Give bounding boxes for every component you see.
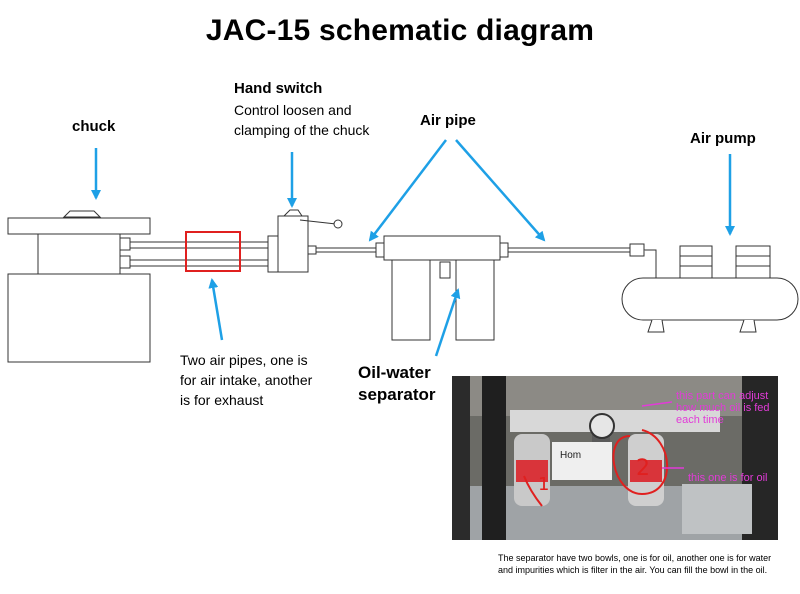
label-two-air-pipes: Two air pipes, one is for air intake, an… [180,352,313,408]
air-pipe-1 [315,247,385,253]
hand-switch [267,209,343,273]
photo-caption: The separator have two bowls, one is for… [498,553,772,575]
label-hand-switch-desc: Control loosen and clamping of the chuck [234,102,370,138]
label-air-pipe: Air pipe [420,112,476,129]
pipes-to-switch [119,237,273,269]
pointer-arrows [91,139,735,357]
label-hand-switch: Hand switch [234,80,323,97]
annotation-adjust-oil: this part can adjust how much oil is fed… [676,390,770,426]
diagram-title: JAC-15 schematic diagram [205,14,595,47]
chuck-machine [7,210,151,363]
annotation-oil-bowl: this one is for oil [688,472,768,484]
arrow-two-pipes [208,278,224,341]
air-pipe-2 [507,243,657,278]
arrow-separator [434,288,461,357]
air-pump [621,245,799,333]
handwritten-number-1: 1 [538,474,550,495]
two-pipes-highlight [185,231,241,272]
photo-brand-text: Hom [560,450,582,461]
label-air-pump: Air pump [690,130,756,147]
separator-photo: Hom 1 2 this part can adjust how much oi… [452,376,778,540]
arrow-air-pipe-right [455,139,546,242]
label-oil-water-separator: Oil-water separator [358,363,436,404]
oil-water-separator [375,235,509,341]
label-chuck: chuck [72,118,116,135]
handwritten-number-2: 2 [636,456,650,481]
arrow-air-pipe-left [368,139,447,242]
separator-photo-illustration [452,376,778,540]
